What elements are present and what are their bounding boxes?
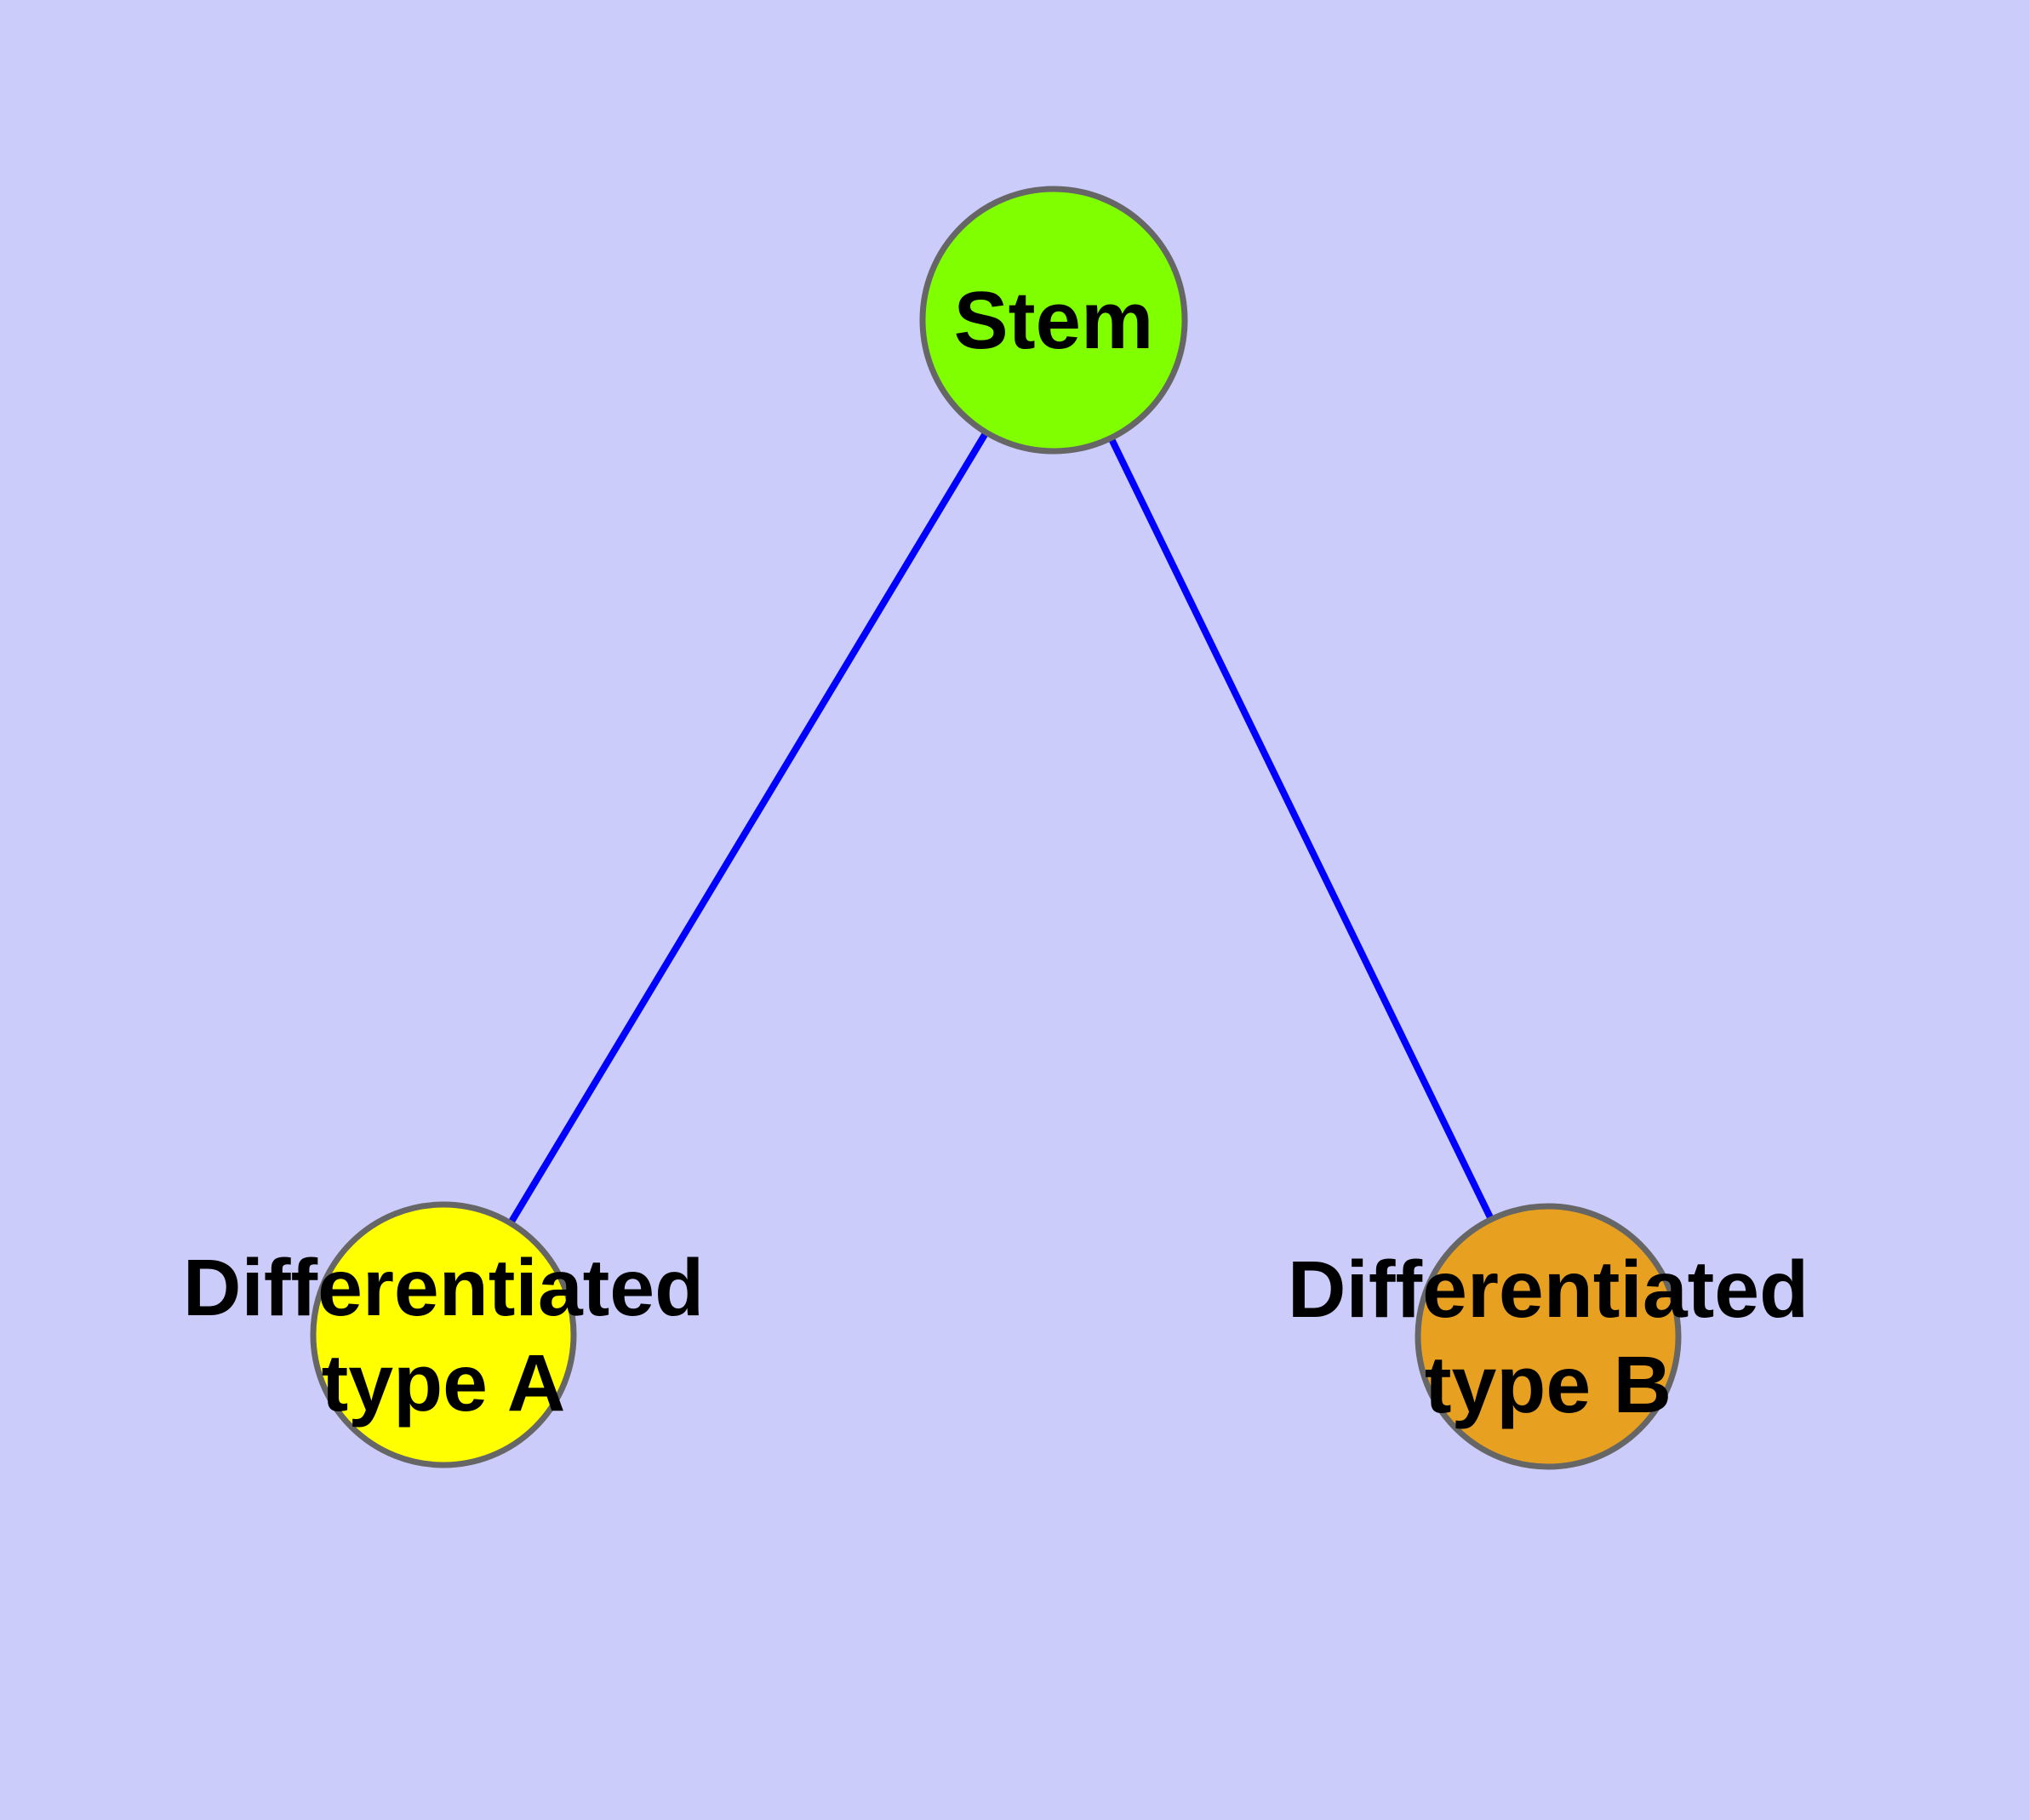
node-differentiated-type-a-label-line1: Differentiated <box>183 1243 704 1333</box>
label-layer: Stem Differentiated type A Differentiate… <box>183 275 1809 1430</box>
node-differentiated-type-a[interactable] <box>310 1201 577 1468</box>
edge-stem-to-differentiated-type-b[interactable] <box>1107 436 1495 1222</box>
node-differentiated-type-a-circle[interactable] <box>310 1201 577 1468</box>
edge-layer <box>507 430 1495 1225</box>
node-stem[interactable] <box>919 186 1188 455</box>
node-differentiated-type-b[interactable] <box>1415 1203 1682 1470</box>
node-stem-circle[interactable] <box>919 186 1188 455</box>
node-differentiated-type-a-label-line2: type A <box>322 1338 566 1428</box>
node-stem-label: Stem <box>954 275 1154 366</box>
node-differentiated-type-b-label-line2: type B <box>1425 1340 1672 1430</box>
node-differentiated-type-b-label-line1: Differentiated <box>1288 1245 1809 1335</box>
node-differentiated-type-b-circle[interactable] <box>1415 1203 1682 1470</box>
edge-stem-to-differentiated-type-a[interactable] <box>507 430 990 1225</box>
node-layer <box>310 186 1682 1470</box>
